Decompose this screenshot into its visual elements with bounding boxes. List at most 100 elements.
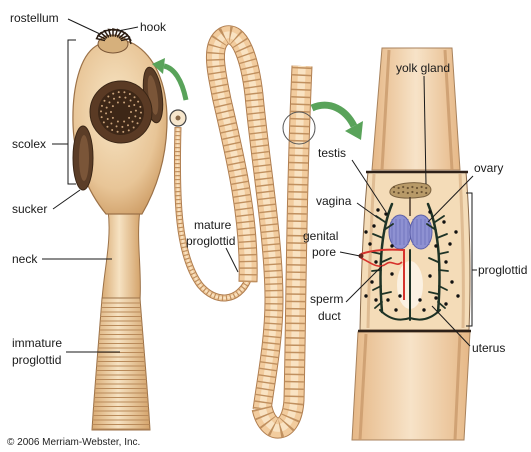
testis-follicle	[386, 298, 389, 301]
label-proglottid: proglottid	[478, 263, 527, 277]
sucker-speckle	[110, 123, 112, 125]
testis-follicle	[448, 242, 451, 245]
testis-follicle	[376, 208, 379, 211]
sucker-speckle	[101, 105, 103, 107]
sucker-speckle	[112, 117, 114, 119]
yolk-granule	[421, 191, 423, 193]
sucker-speckle	[118, 91, 120, 93]
testis-follicle	[374, 298, 377, 301]
sucker-speckle	[103, 121, 105, 123]
sucker-speckle	[112, 93, 114, 95]
sucker-speckle	[116, 125, 118, 127]
yolk-granule	[407, 192, 409, 194]
yolk-granule	[402, 191, 404, 193]
sucker-speckle	[130, 111, 132, 113]
testis-follicle	[384, 212, 387, 215]
testis-follicle	[434, 244, 437, 247]
sucker-speckle	[127, 124, 129, 126]
yolk-granule	[416, 187, 418, 189]
yolk-granule	[398, 192, 400, 194]
yolk-gland	[390, 183, 431, 198]
label-mature-line2: proglottid	[186, 234, 235, 248]
sucker-speckle	[101, 116, 103, 118]
sucker-speckle	[117, 101, 119, 103]
testis-follicle	[428, 210, 431, 213]
testis-follicle	[372, 224, 375, 227]
sucker-speckle	[107, 118, 109, 120]
sucker-speckle	[140, 112, 142, 114]
sucker-speckle	[137, 101, 139, 103]
sucker-speckle	[124, 97, 126, 99]
sucker-speckle	[129, 93, 131, 95]
sucker-speckle	[137, 122, 139, 124]
testis-follicle	[456, 294, 459, 297]
sucker-speckle	[134, 115, 136, 117]
sucker-speckle	[128, 129, 130, 131]
label-uterus: uterus	[472, 341, 505, 355]
sucker-speckle	[119, 96, 121, 98]
sucker-speckle	[117, 121, 119, 123]
label-hook: hook	[140, 20, 167, 34]
sucker-speckle	[135, 110, 137, 112]
sucker-speckle	[100, 110, 102, 112]
yolk-granule	[421, 186, 423, 188]
yolk-granule	[411, 186, 413, 188]
sucker-speckle	[123, 121, 125, 123]
testis-follicle	[374, 260, 377, 263]
yolk-granule	[407, 187, 409, 189]
testis-follicle	[398, 294, 401, 297]
sucker-speckle	[111, 129, 113, 131]
chain-magnifier-small-dot	[176, 116, 181, 121]
yolk-granule	[393, 186, 395, 188]
sucker-speckle	[117, 131, 119, 133]
label-genital-line1: genital	[303, 229, 338, 243]
label-testis: testis	[318, 146, 346, 160]
sucker-speckle	[134, 96, 136, 98]
yolk-granule	[425, 192, 427, 194]
sucker-speckle	[112, 105, 114, 107]
sucker-speckle	[106, 126, 108, 128]
sucker-speckle	[103, 100, 105, 102]
label-rostellum: rostellum	[10, 11, 59, 25]
immature-proglottid-body	[92, 298, 150, 430]
sucker-speckle	[139, 106, 141, 108]
label-mature-line1: mature	[194, 218, 232, 232]
label-sperm-line1: sperm	[310, 292, 343, 306]
testis-follicle	[434, 296, 437, 299]
label-immature-line2: proglottid	[12, 353, 61, 367]
sucker-speckle	[139, 117, 141, 119]
testis-follicle	[394, 308, 397, 311]
sucker-speckle	[128, 117, 130, 119]
testis-follicle	[390, 244, 393, 247]
sucker-speckle	[133, 104, 135, 106]
sucker-speckle	[133, 126, 135, 128]
yolk-granule	[402, 186, 404, 188]
testis-follicle	[370, 280, 373, 283]
testis-follicle	[422, 308, 425, 311]
testis-follicle	[454, 230, 457, 233]
yolk-granule	[398, 187, 400, 189]
sucker-speckle	[108, 101, 110, 103]
lower-segment	[352, 332, 470, 440]
testis-follicle	[390, 272, 393, 275]
sucker-speckle	[121, 126, 123, 128]
label-genital-line2: pore	[312, 245, 336, 259]
testis-follicle	[444, 260, 447, 263]
sucker-speckle	[113, 98, 115, 100]
testis-follicle	[450, 280, 453, 283]
copyright-notice: © 2006 Merriam-Webster, Inc.	[7, 437, 140, 448]
label-immature-line1: immature	[12, 336, 62, 350]
testis-follicle	[428, 274, 431, 277]
sucker-speckle	[123, 91, 125, 93]
left-sucker-inner	[79, 135, 89, 181]
front-sucker-cup	[98, 89, 144, 135]
sucker-speckle	[122, 131, 124, 133]
sucker-speckle	[110, 111, 112, 113]
sucker-speckle	[128, 105, 130, 107]
sucker-speckle	[107, 96, 109, 98]
sucker-speckle	[132, 121, 134, 123]
label-ovary: ovary	[474, 161, 503, 175]
testis-follicle	[442, 220, 445, 223]
yolk-granule	[425, 187, 427, 189]
yolk-granule	[411, 191, 413, 193]
